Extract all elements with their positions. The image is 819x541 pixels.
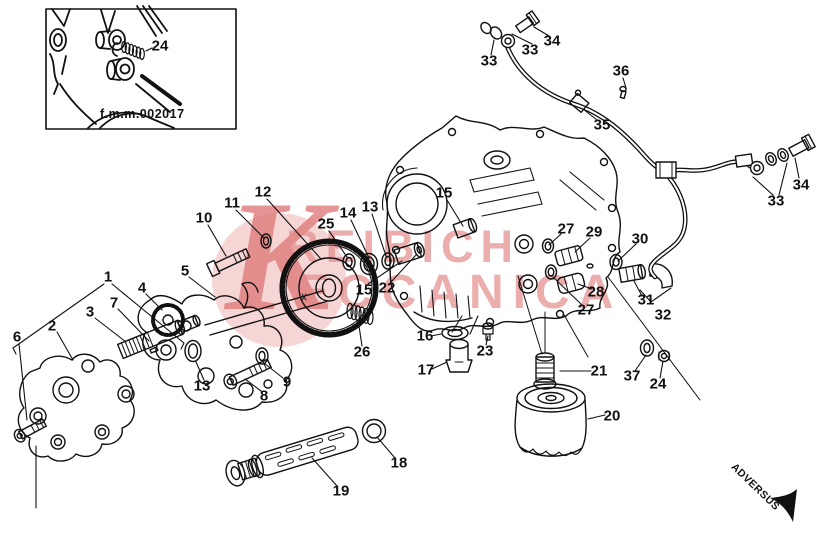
oil-strainer-drawing [225,418,387,487]
oil-filter-drawing [441,311,587,457]
part-label-28: 28 [587,283,605,301]
part-label-6: 6 [12,328,22,346]
part-label-17: 17 [417,361,435,379]
part-label-8: 8 [259,387,269,405]
part-label-35: 35 [593,116,611,134]
part-label-23: 23 [476,342,494,360]
part-label-24: 24 [151,37,169,55]
part-label-14: 14 [339,204,357,222]
part-label-33: 33 [521,41,539,59]
part-label-20: 20 [603,407,621,425]
part-label-19: 19 [332,482,350,500]
part-label-32: 32 [654,306,672,324]
part-label-9: 9 [282,373,292,391]
part-label-7: 7 [109,294,119,312]
part-label-1: 1 [103,268,113,286]
part-label-5: 5 [180,262,190,280]
part-label-33: 33 [480,52,498,70]
part-label-13: 13 [193,377,211,395]
part-label-22: 22 [378,279,396,297]
inset-figure-code: f.m.m.002017 [100,107,185,121]
part-label-2: 2 [47,317,57,335]
part-label-36: 36 [612,62,630,80]
part-label-37: 37 [623,367,641,385]
part-label-15: 15 [355,281,373,299]
gear-drawing [279,238,425,338]
oil-hose-drawing [480,10,816,280]
part-label-27: 27 [557,220,575,238]
part-label-11: 11 [224,194,240,212]
right-fittings-drawing [541,238,673,363]
part-label-21: 21 [590,362,608,380]
part-label-15: 15 [435,184,453,202]
part-label-27: 27 [577,301,595,319]
spring-part-26 [346,302,374,326]
part-label-26: 26 [353,343,371,361]
part-label-4: 4 [137,279,147,297]
part-label-13: 13 [361,198,379,216]
part-label-33: 33 [767,192,785,210]
watermark-logo-letter: K [225,169,331,344]
part-label-18: 18 [390,454,408,472]
oil-pump-drawing [13,233,329,509]
part-label-25: 25 [317,215,335,233]
adversus-arrowhead [770,489,797,522]
part-label-29: 29 [585,223,603,241]
inset-figure [45,5,237,130]
part-label-16: 16 [416,327,434,345]
part-label-24: 24 [649,375,667,393]
watermark-circle [212,213,346,347]
leader-lines [12,26,800,487]
part-label-30: 30 [631,230,649,248]
part-label-31: 31 [637,291,655,309]
part-label-10: 10 [195,209,213,227]
part-label-34: 34 [543,32,561,50]
part-label-12: 12 [254,183,272,201]
bushing-part-15 [452,217,478,239]
part-label-34: 34 [792,176,810,194]
crankcase-drawing [381,115,621,335]
part-label-3: 3 [85,303,95,321]
inset-spring-part [121,40,145,61]
